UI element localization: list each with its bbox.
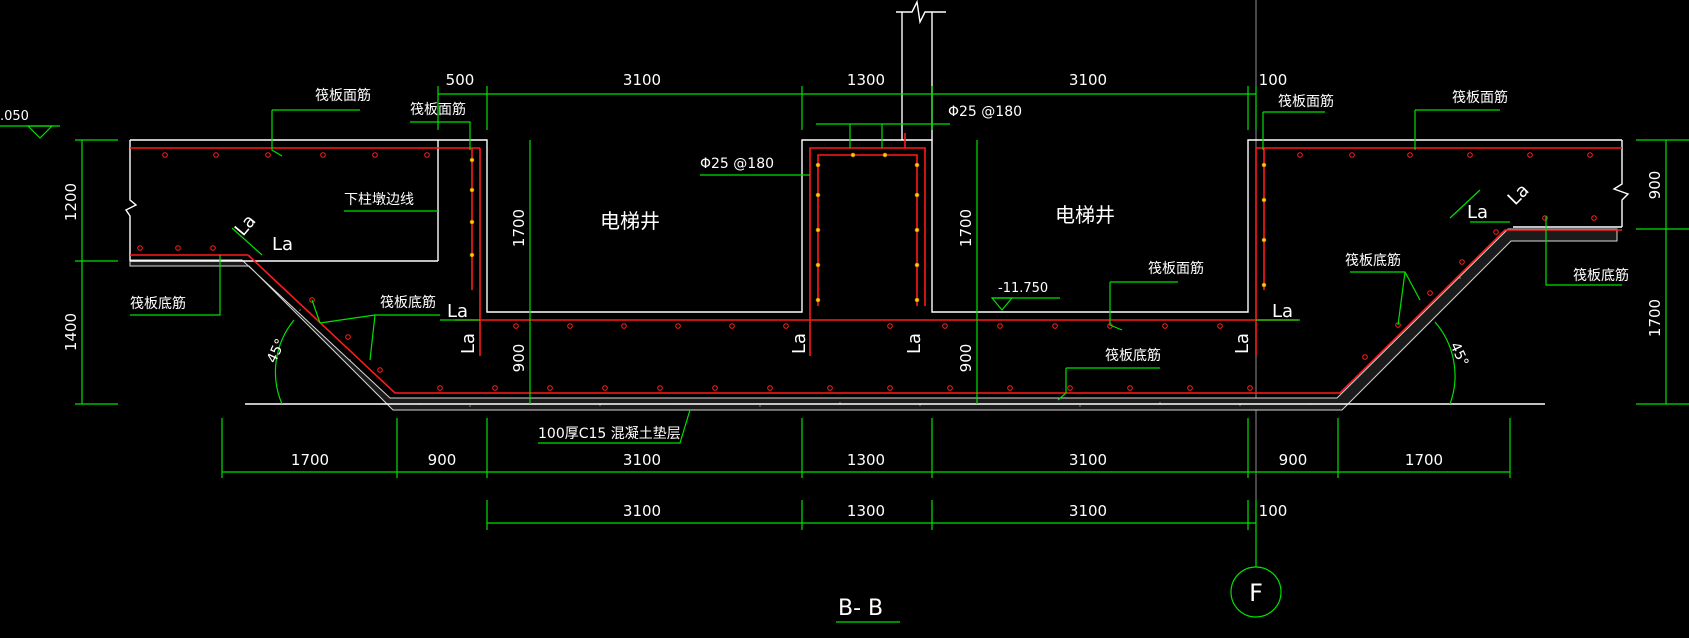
dim-top-3: 1300 xyxy=(847,71,885,89)
dim-bot1-1: 1700 xyxy=(291,451,329,469)
label-la-9: La xyxy=(1467,202,1488,223)
label-la-8: La xyxy=(1272,301,1293,322)
label-bottom-rebar-2: 筏板底筋 xyxy=(380,294,436,311)
dim-bot1-4: 1300 xyxy=(847,451,885,469)
rebar-dots-slope-right xyxy=(1362,215,1597,360)
section-title: B- B xyxy=(838,596,883,621)
elevation-mid: -11.750 xyxy=(998,281,1048,296)
label-la-7: La xyxy=(1232,333,1253,354)
dim-bot1-7: 1700 xyxy=(1405,451,1443,469)
label-top-rebar-2: 筏板面筋 xyxy=(410,101,466,118)
rebar-dots-bottom xyxy=(437,385,1253,391)
rebar-dots-top-left xyxy=(162,152,430,158)
dim-top-1: 500 xyxy=(446,71,475,89)
dim-bot1-2: 900 xyxy=(428,451,457,469)
label-la-1: La xyxy=(272,234,293,255)
dim-bot1-5: 3100 xyxy=(1069,451,1107,469)
label-top-rebar-3: 筏板面筋 xyxy=(1278,93,1334,110)
label-bottom-rebar-5: 筏板底筋 xyxy=(1573,267,1629,284)
grid-axis-label: F xyxy=(1249,579,1263,607)
dim-bot2-2: 1300 xyxy=(847,502,885,520)
label-top-rebar-1: 筏板面筋 xyxy=(315,87,371,104)
label-column-edge: 下柱墩边线 xyxy=(344,192,414,208)
dim-wall-2: 900 xyxy=(957,344,975,373)
room-label-left: 电梯井 xyxy=(600,209,660,233)
dim-pit-2: 1700 xyxy=(957,209,975,247)
structure-outline xyxy=(124,0,1630,405)
rebar-dots-top-right xyxy=(1297,152,1593,158)
label-la-5: La xyxy=(789,333,810,354)
label-la-10: La xyxy=(1504,180,1534,210)
rebar-lines xyxy=(130,133,1622,394)
dim-bot2-1: 3100 xyxy=(623,502,661,520)
label-la-2: La xyxy=(231,211,261,241)
label-angle-right: 45° xyxy=(1446,340,1471,369)
dim-pit-1: 1700 xyxy=(510,209,528,247)
dimension-lines xyxy=(0,86,1689,623)
label-cushion: 100厚C15 混凝土垫层 xyxy=(538,426,681,442)
label-la-3: La xyxy=(447,301,468,322)
dim-top-5: 100 xyxy=(1259,71,1288,89)
dim-right-2: 1700 xyxy=(1646,299,1664,337)
dim-right-1: 900 xyxy=(1646,171,1664,200)
dim-bot2-3: 3100 xyxy=(1069,502,1107,520)
rebar-dots-mid xyxy=(513,323,1223,329)
label-bottom-rebar-1: 筏板底筋 xyxy=(130,295,186,312)
label-la-4: La xyxy=(458,333,479,354)
rebar-dots-slope-left xyxy=(137,245,383,373)
dim-top-2: 3100 xyxy=(623,71,661,89)
dim-left-2: 1400 xyxy=(62,313,80,351)
label-bottom-rebar-4: 筏板底筋 xyxy=(1345,252,1401,269)
dim-bot1-3: 3100 xyxy=(623,451,661,469)
label-rebar-spec-1: Φ25 @180 xyxy=(948,104,1022,120)
rebar-dots-walls xyxy=(469,152,1267,303)
label-la-6: La xyxy=(904,333,925,354)
dim-bot2-4: 100 xyxy=(1259,502,1288,520)
elevation-left: .050 xyxy=(0,109,29,124)
label-top-rebar-5: 筏板面筋 xyxy=(1148,260,1204,277)
dim-bot1-6: 900 xyxy=(1279,451,1308,469)
label-bottom-rebar-3: 筏板底筋 xyxy=(1105,347,1161,364)
label-angle-left: 45° xyxy=(264,336,289,365)
dim-wall-1: 900 xyxy=(510,344,528,373)
label-rebar-spec-2: Φ25 @180 xyxy=(700,156,774,172)
dim-top-4: 3100 xyxy=(1069,71,1107,89)
dim-left-1: 1200 xyxy=(62,183,80,221)
label-top-rebar-4: 筏板面筋 xyxy=(1452,89,1508,106)
room-label-right: 电梯井 xyxy=(1055,203,1115,227)
